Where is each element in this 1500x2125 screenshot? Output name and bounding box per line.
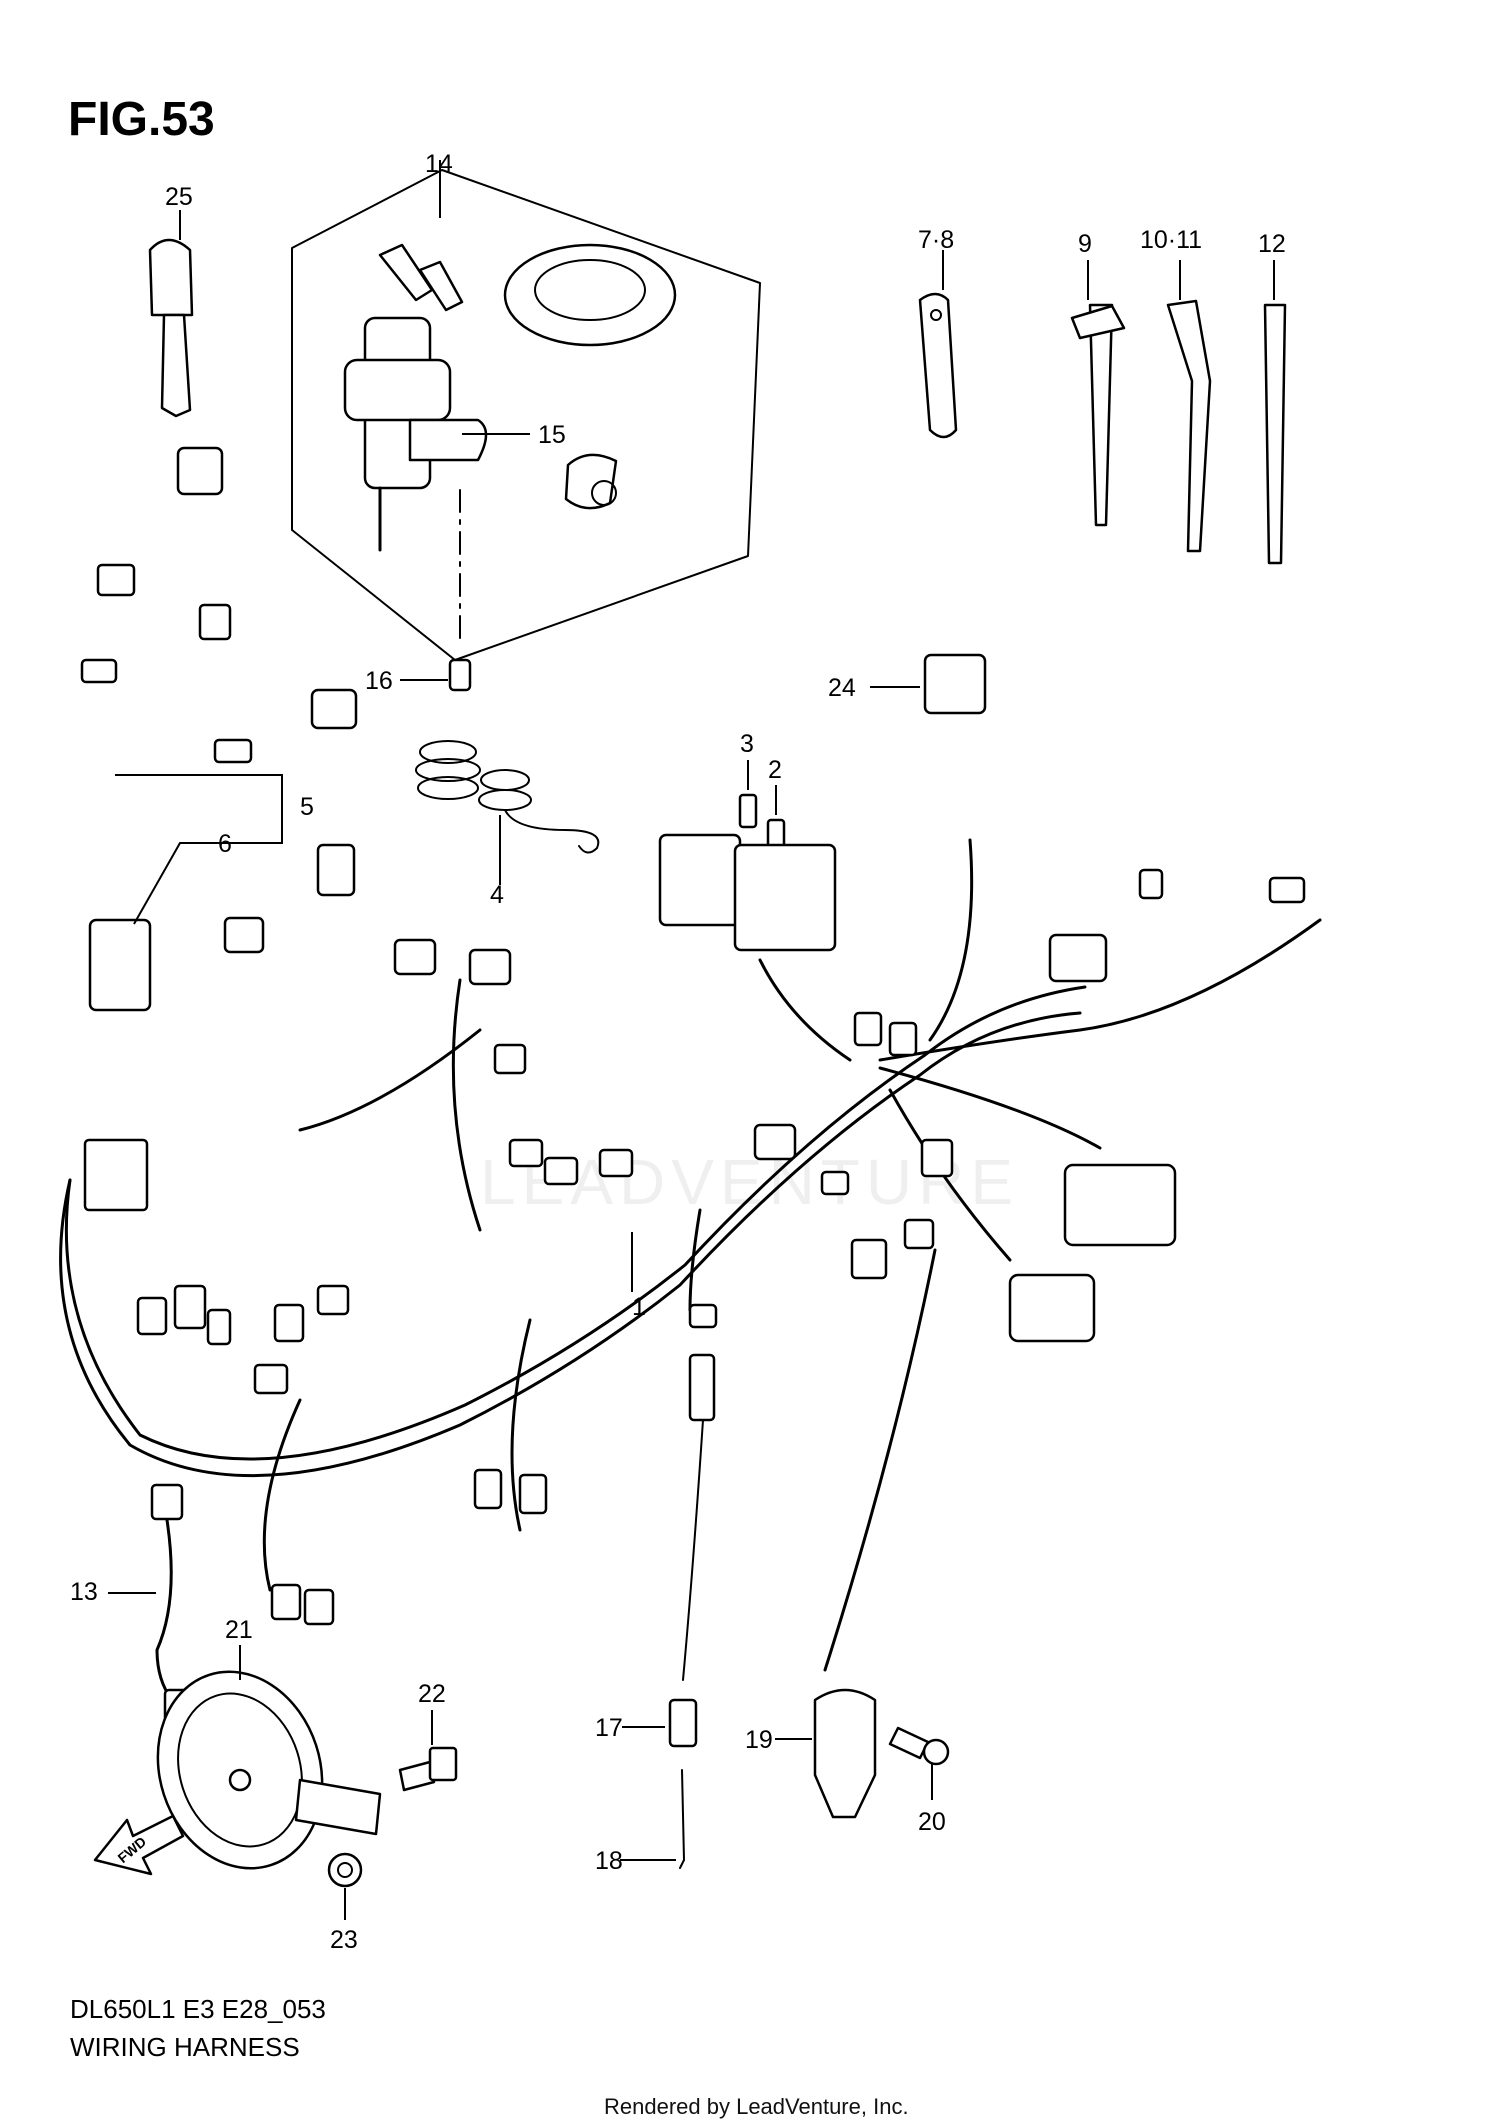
lock-set-group[interactable] <box>291 160 761 661</box>
key-25[interactable] <box>148 210 194 418</box>
callout-7-8: 7·8 <box>918 226 954 254</box>
screw-16[interactable] <box>400 658 472 692</box>
callout-24: 24 <box>828 674 856 702</box>
fwd-arrow-icon <box>93 1814 185 1876</box>
unit-6 <box>88 918 152 1012</box>
sub-harness-13[interactable] <box>108 1483 197 1724</box>
bolt-22[interactable] <box>398 1710 458 1792</box>
figure-name: WIRING HARNESS <box>70 2032 300 2062</box>
ecu-connector-a <box>1063 1163 1177 1247</box>
fuse-3 <box>738 793 758 829</box>
seat-lock-keyhole <box>591 480 617 506</box>
callout-23: 23 <box>330 1926 358 1954</box>
callout-18: 18 <box>595 1847 623 1875</box>
callout-labels: 1 2 3 4 5 6 7·8 9 10·11 12 13 14 15 16 1… <box>70 150 1286 1954</box>
fuse-box-group[interactable] <box>658 760 837 952</box>
nut-23[interactable] <box>327 1852 363 1920</box>
callout-21: 21 <box>225 1616 253 1644</box>
ignition-body <box>343 358 452 422</box>
callout-25: 25 <box>165 183 193 211</box>
callout-1: 1 <box>632 1293 646 1321</box>
sensor-17[interactable] <box>622 1353 716 1748</box>
callout-13: 13 <box>70 1578 98 1606</box>
harness-branch-right <box>878 918 1322 1062</box>
spring-18[interactable] <box>620 1769 685 1869</box>
callout-12: 12 <box>1258 230 1286 258</box>
clip-4[interactable] <box>415 740 600 885</box>
connector-top-left <box>176 446 224 496</box>
horn-21[interactable] <box>133 1645 382 1890</box>
clamp-7-8 <box>918 292 958 439</box>
switch-19[interactable] <box>775 1688 877 1819</box>
callout-20: 20 <box>918 1808 946 1836</box>
figure-title: FIG.53 <box>68 93 215 146</box>
callout-3: 3 <box>740 730 754 758</box>
callout-19: 19 <box>745 1726 773 1754</box>
callout-9: 9 <box>1078 230 1092 258</box>
fuse-box-cover <box>658 833 742 927</box>
main-harness[interactable] <box>59 838 1322 1672</box>
connector-meter <box>83 1138 149 1212</box>
fuel-cap-inner <box>534 259 646 321</box>
callout-4: 4 <box>490 881 504 909</box>
lock-bracket <box>408 418 488 462</box>
callout-2: 2 <box>768 756 782 784</box>
callout-10-11: 10·11 <box>1140 226 1202 254</box>
callout-22: 22 <box>418 1680 446 1708</box>
callout-15: 15 <box>538 421 566 449</box>
harness-connectors[interactable] <box>80 446 1306 1626</box>
relay-24[interactable] <box>870 653 987 715</box>
callout-14: 14 <box>425 150 453 178</box>
render-credit: Rendered by LeadVenture, Inc. <box>604 2094 909 2119</box>
fuse-box <box>733 843 837 952</box>
callout-6: 6 <box>218 830 232 858</box>
bolt-20[interactable] <box>888 1726 950 1800</box>
cable-clamps-group[interactable] <box>918 250 1287 565</box>
model-code: DL650L1 E3 E28_053 <box>70 1994 326 2024</box>
tie-9 <box>1088 303 1114 527</box>
callout-5: 5 <box>300 793 314 821</box>
ignition-key-b <box>418 260 464 312</box>
tie-10-11 <box>1166 299 1212 553</box>
tie-12 <box>1263 303 1287 565</box>
ecu-connector-b <box>1008 1273 1096 1343</box>
leaders-5-6 <box>115 774 283 925</box>
callout-16: 16 <box>365 667 393 695</box>
callout-17: 17 <box>595 1714 623 1742</box>
